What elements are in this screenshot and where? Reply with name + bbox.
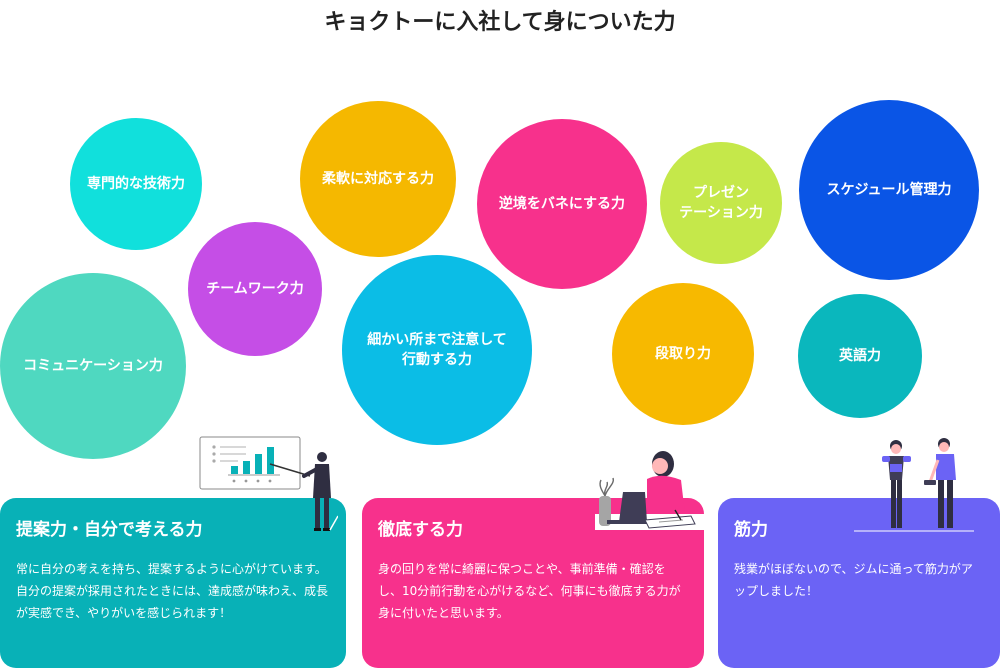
- person-at-desk-icon: [595, 451, 705, 530]
- skill-bubble-english: 英語力: [798, 294, 922, 418]
- card-body: 身の回りを常に綺麗に保つことや、事前準備・確認をし、10分前行動を心がけるなど、…: [378, 562, 681, 620]
- skill-bubble-teamwork: チームワーク力: [188, 222, 322, 356]
- skill-bubble-resilience: 逆境をバネにする力: [477, 119, 647, 289]
- card-title: 提案力・自分で考える力: [16, 520, 203, 540]
- people-with-dumbbells-icon: [854, 438, 974, 532]
- card-title: 筋力: [734, 520, 768, 540]
- skill-bubble-planning: 段取り力: [612, 283, 754, 425]
- skill-bubble-flexibility: 柔軟に対応する力: [300, 101, 456, 257]
- card-proposal: 提案力・自分で考える力 常に自分の考えを持ち、提案するように心がけています。 自…: [0, 498, 346, 668]
- page-title: キョクトーに入社して身についた力: [324, 10, 676, 35]
- card-body: 残業がほぼないので、ジムに通って筋力がアップしました！: [734, 562, 973, 598]
- skill-bubble-communication: コミュニケーション力: [0, 273, 186, 459]
- skill-bubble-attention: 細かい所まで注意して 行動する力: [342, 255, 532, 445]
- skill-bubble-schedule: スケジュール管理力: [799, 100, 979, 280]
- skill-bubble-technical: 専門的な技術力: [70, 118, 202, 250]
- skill-bubble-presentation: プレゼン テーション力: [660, 142, 782, 264]
- presentation-chart-person-icon: [199, 436, 338, 531]
- card-body: 常に自分の考えを持ち、提案するように心がけています。 自分の提案が採用されたとき…: [16, 562, 329, 620]
- card-title: 徹底する力: [378, 520, 463, 540]
